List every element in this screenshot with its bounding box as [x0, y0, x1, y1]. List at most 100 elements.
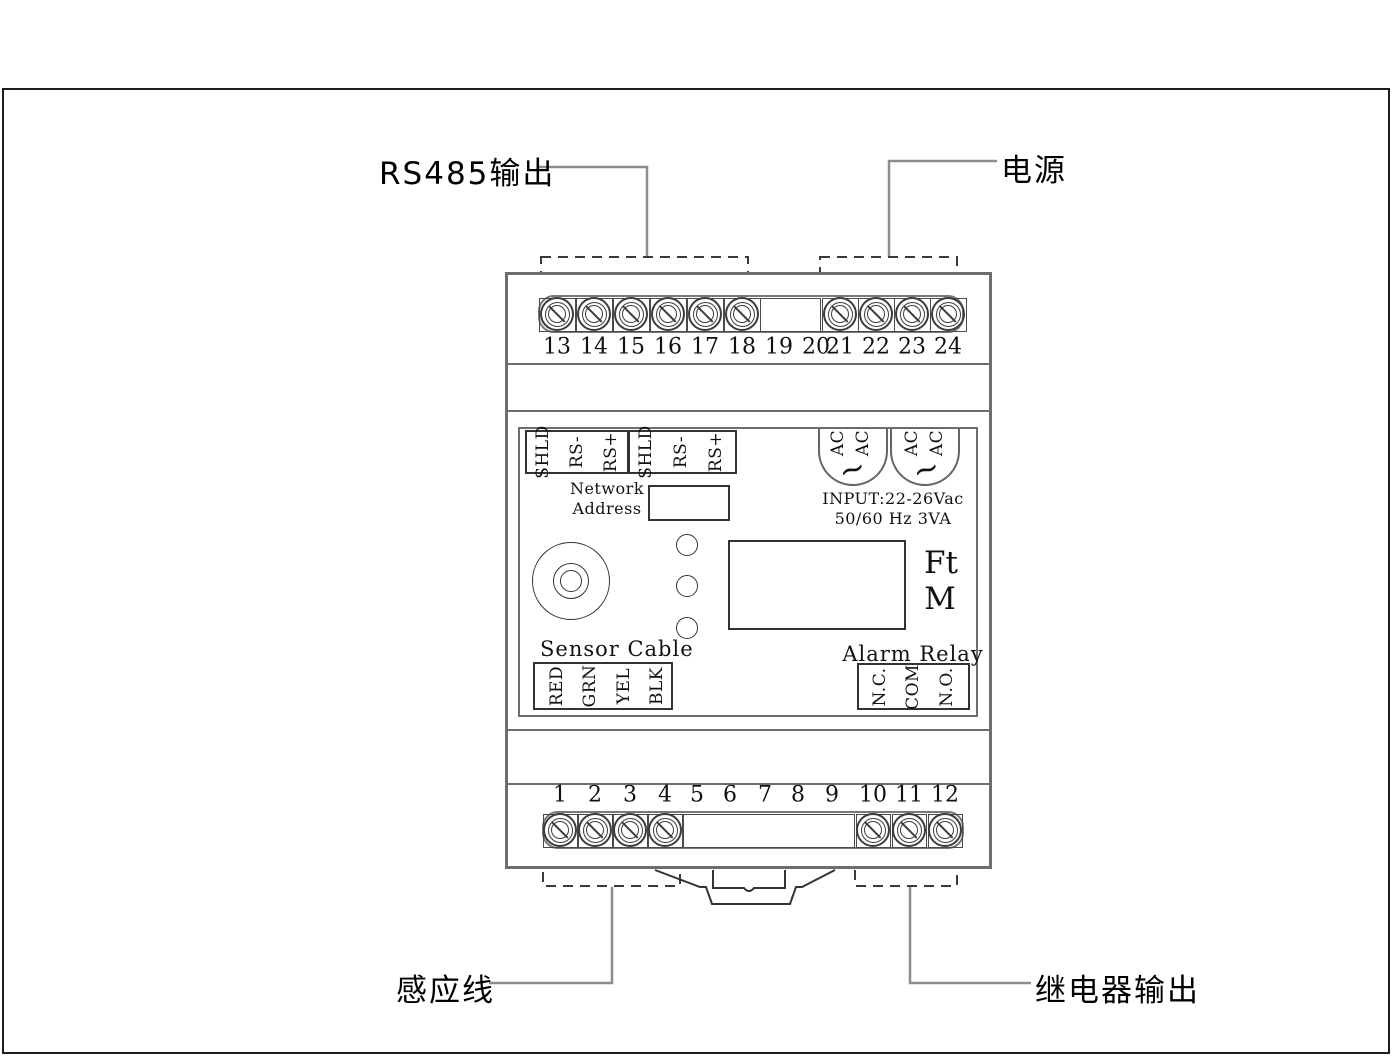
ac-terminal-tab-2: [890, 428, 960, 486]
screw-ring: [547, 817, 573, 843]
screw-ring: [548, 305, 566, 323]
screw-ring: [656, 821, 674, 839]
terminal-number: 14: [580, 334, 608, 360]
screw-ring: [831, 305, 849, 323]
terminal-number: 19: [765, 334, 793, 360]
screw-ring: [551, 821, 569, 839]
label-sensor-wire: 感应线: [396, 973, 495, 1009]
unit-ft-label: Ft: [924, 545, 958, 581]
screw-ring: [867, 305, 885, 323]
screw-ring: [939, 305, 957, 323]
terminal-number: 15: [617, 334, 645, 360]
terminal-cell-blank: [683, 813, 855, 848]
screw-ring: [692, 301, 718, 327]
terminal-number: 10: [859, 782, 887, 808]
screw-ring: [659, 305, 677, 323]
terminal-screw: [928, 813, 962, 847]
terminal-number: 8: [791, 782, 805, 808]
terminal-screw: [823, 297, 857, 331]
terminal-screw: [688, 297, 722, 331]
input-spec-line1: INPUT:22-26Vac: [822, 489, 964, 508]
terminal-number: 7: [758, 782, 772, 808]
alarm-terminal-label: COM: [903, 664, 923, 710]
terminal-number: 3: [623, 782, 637, 808]
terminal-number: 23: [898, 334, 926, 360]
screw-ring: [652, 817, 678, 843]
rs485-terminal-label: RS-: [671, 435, 691, 469]
terminal-screw: [540, 297, 574, 331]
sensor-terminal-label: BLK: [647, 667, 667, 705]
screw-ring: [864, 821, 882, 839]
terminal-number: 20: [802, 334, 830, 360]
terminal-number: 11: [895, 782, 923, 808]
terminal-number: 1: [553, 782, 567, 808]
rs485-terminal-label: SHLD: [636, 425, 656, 479]
screw-ring: [899, 301, 925, 327]
alarm-terminal-label: N.O.: [937, 667, 957, 707]
terminal-screw: [613, 813, 647, 847]
section-line-bottom-a: [507, 729, 990, 731]
rs485-terminal-label: RS-: [567, 435, 587, 469]
section-line-bottom-b: [507, 783, 990, 785]
screw-ring: [585, 305, 603, 323]
control-panel: [518, 427, 978, 717]
screw-ring: [827, 301, 853, 327]
screw-ring: [900, 821, 918, 839]
terminal-number: 6: [723, 782, 737, 808]
terminal-number: 5: [690, 782, 704, 808]
screw-ring: [936, 821, 954, 839]
sensor-connector-inner: [560, 570, 582, 592]
screw-ring: [903, 305, 921, 323]
terminal-screw: [578, 813, 612, 847]
status-led-3: [676, 617, 698, 639]
sensor-terminal-label: RED: [547, 665, 567, 707]
screw-ring: [935, 301, 961, 327]
terminal-number: 21: [826, 334, 854, 360]
label-power: 电源: [1001, 153, 1067, 189]
section-line-top-b: [507, 410, 990, 412]
terminal-number: 16: [654, 334, 682, 360]
screw-ring: [617, 817, 643, 843]
rs485-terminal-label: SHLD: [533, 425, 553, 479]
sensor-cable-terminal-box: [533, 662, 673, 710]
terminal-number: 12: [931, 782, 959, 808]
alarm-relay-title: Alarm Relay: [842, 642, 984, 666]
lcd-display: [728, 540, 906, 630]
ac-terminal-tab-1: [818, 428, 888, 486]
terminal-screw: [895, 297, 929, 331]
terminal-screw: [725, 297, 759, 331]
screw-ring: [733, 305, 751, 323]
terminal-screw: [892, 813, 926, 847]
sensor-terminal-label: YEL: [614, 667, 634, 705]
terminal-number: 9: [825, 782, 839, 808]
screw-ring: [896, 817, 922, 843]
screw-ring: [655, 301, 681, 327]
label-rs485-output: RS485输出: [379, 156, 556, 192]
rs485-terminal-label: RS+: [601, 431, 621, 473]
network-address-label-2: Address: [572, 499, 642, 518]
terminal-number: 4: [658, 782, 672, 808]
input-spec-line2: 50/60 Hz 3VA: [834, 509, 952, 528]
screw-ring: [696, 305, 714, 323]
screw-ring: [860, 817, 886, 843]
status-led-2: [676, 575, 698, 597]
label-relay-output: 继电器输出: [1035, 973, 1200, 1009]
screw-ring: [544, 301, 570, 327]
terminal-screw: [648, 813, 682, 847]
screw-ring: [586, 821, 604, 839]
terminal-screw: [651, 297, 685, 331]
alarm-terminal-label: N.C.: [870, 667, 890, 707]
terminal-number: 18: [728, 334, 756, 360]
terminal-screw: [614, 297, 648, 331]
rs485-terminal-label: RS+: [706, 431, 726, 473]
sensor-terminal-label: GRN: [580, 664, 600, 708]
terminal-screw: [577, 297, 611, 331]
section-line-top-a: [507, 363, 990, 365]
terminal-number: 17: [691, 334, 719, 360]
terminal-screw: [859, 297, 893, 331]
screw-ring: [622, 305, 640, 323]
terminal-number: 22: [862, 334, 890, 360]
status-led-1: [676, 534, 698, 556]
screw-ring: [621, 821, 639, 839]
